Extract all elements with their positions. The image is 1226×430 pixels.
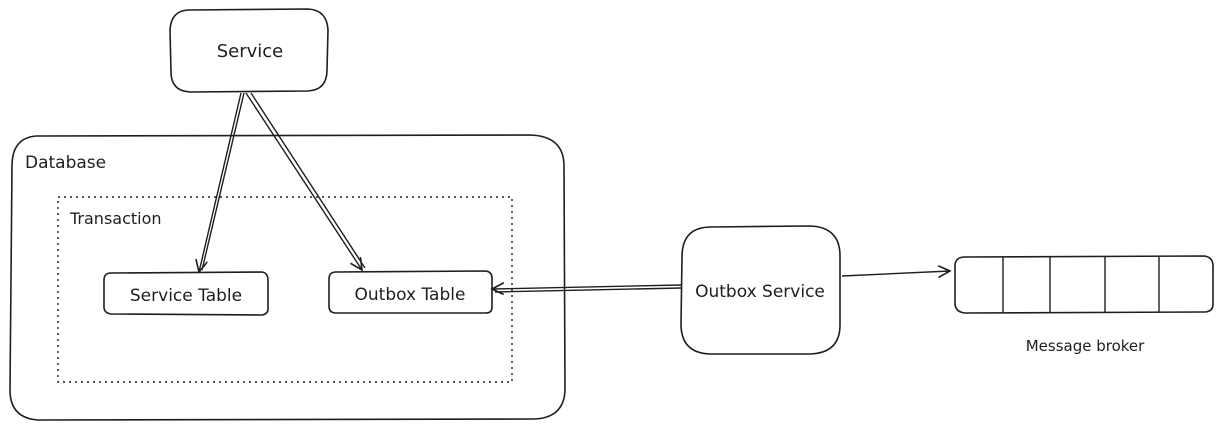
service-table-label: Service Table	[130, 286, 242, 306]
database-container: Database	[9, 134, 566, 421]
message-broker-queue: Message broker	[954, 255, 1214, 355]
transaction-label: Transaction	[69, 209, 162, 228]
message-broker-label: Message broker	[1026, 337, 1145, 355]
service-label: Service	[217, 41, 284, 62]
outbox-service-label: Outbox Service	[695, 282, 825, 302]
arrow-service-to-service-table	[199, 92, 242, 272]
arrow-outbox-service-to-outbox-table	[492, 285, 682, 289]
outbox-service-node: Outbox Service	[680, 225, 841, 355]
transaction-boundary: Transaction	[57, 196, 513, 383]
outbox-table-node: Outbox Table	[328, 270, 493, 314]
database-label: Database	[25, 153, 106, 173]
arrows	[199, 92, 950, 292]
arrow-outbox-service-to-broker	[841, 271, 950, 276]
outbox-table-label: Outbox Table	[355, 285, 466, 305]
arrow-service-to-outbox-table	[245, 92, 362, 270]
service-table-node: Service Table	[103, 271, 269, 316]
service-node: Service	[169, 8, 329, 93]
